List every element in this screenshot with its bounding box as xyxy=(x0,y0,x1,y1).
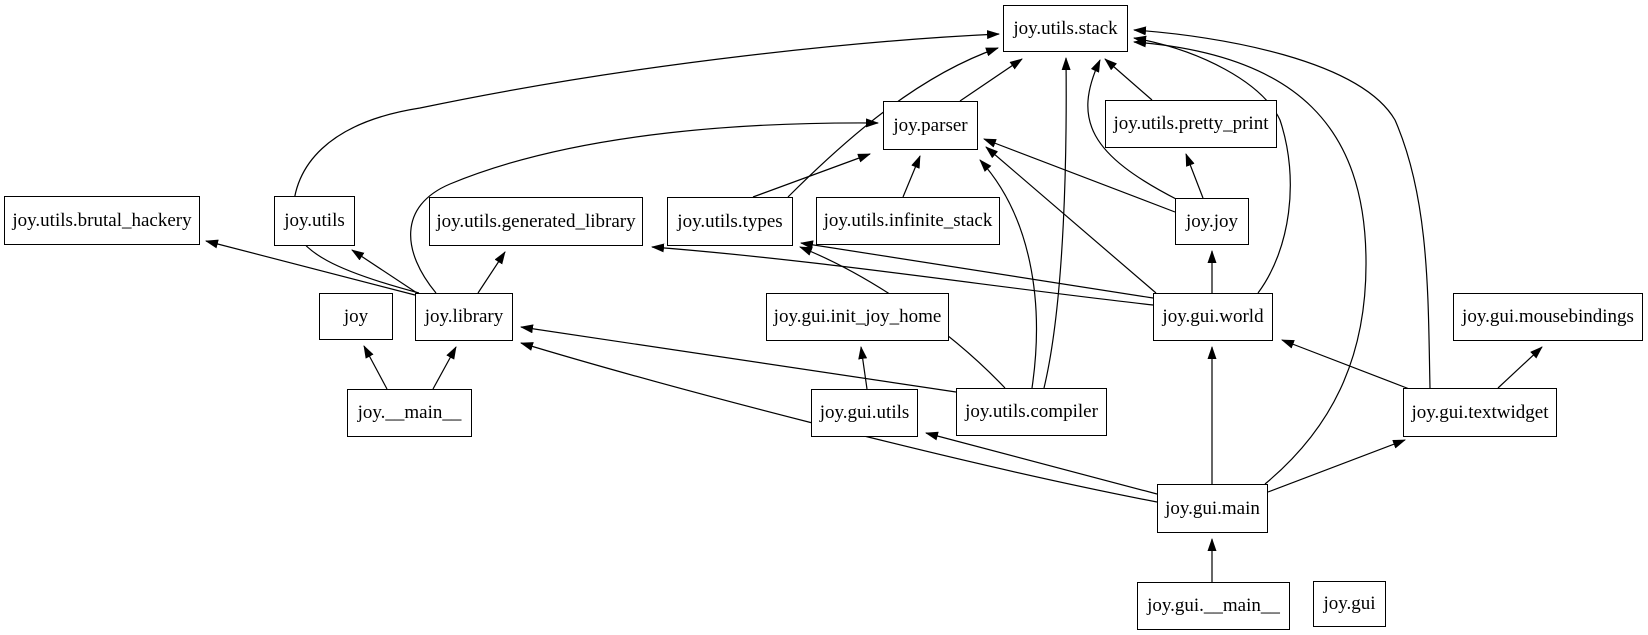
dependency-edge xyxy=(925,431,1158,495)
node-label: joy.gui.mousebindings xyxy=(1462,306,1634,327)
dependency-edge xyxy=(363,345,388,390)
node-label: joy.library xyxy=(424,306,504,327)
dependency-edge xyxy=(959,58,1023,102)
node-label: joy.gui.init_joy_home xyxy=(773,306,942,327)
node-label: joy.utils.infinite_stack xyxy=(823,210,993,231)
node-label: joy.utils.compiler xyxy=(965,401,1098,422)
dependency-edge xyxy=(800,240,1154,299)
dependency-edge xyxy=(985,146,1157,294)
node-label: joy.gui.textwidget xyxy=(1411,401,1549,423)
dependency-edge xyxy=(1043,57,1071,389)
dependency-edge xyxy=(983,138,1176,213)
dependency-edge xyxy=(752,153,871,198)
graph-node-joy-gui-main: joy.gui.main xyxy=(1157,484,1268,533)
node-label: joy.gui.utils xyxy=(819,402,910,423)
dependency-edge xyxy=(351,249,418,294)
graph-node-joy-utils-stack: joy.utils.stack xyxy=(1003,5,1128,52)
dependency-edge xyxy=(432,346,457,390)
graph-node-joy-main: joy.__main__ xyxy=(347,389,472,437)
dependency-edge xyxy=(902,155,921,198)
graph-node-joy-utils-generated-library: joy.utils.generated_library xyxy=(429,197,643,246)
graph-node-joy-joy: joy.joy xyxy=(1175,198,1249,245)
graph-node-joy-utils: joy.utils xyxy=(274,196,355,246)
dependency-edge xyxy=(1087,59,1179,201)
dependency-edge xyxy=(477,251,506,294)
graph-node-joy-gui: joy.gui xyxy=(1313,581,1386,627)
node-label: joy.gui xyxy=(1323,593,1376,614)
graph-node-joy-library: joy.library xyxy=(415,293,513,341)
dependency-edges xyxy=(205,26,1543,582)
dependency-edge xyxy=(1133,35,1291,294)
dependency-edge xyxy=(858,346,868,390)
graph-node-joy: joy xyxy=(319,293,393,340)
graph-node-joy-utils-types: joy.utils.types xyxy=(667,197,793,246)
dependency-edge xyxy=(520,324,957,393)
node-label: joy.utils.pretty_print xyxy=(1113,113,1269,134)
graph-node-joy-gui-init-joy-home: joy.gui.init_joy_home xyxy=(766,293,949,341)
dependency-edge xyxy=(1104,58,1153,101)
graph-node-joy-gui-main-module: joy.gui.__main__ xyxy=(1137,582,1290,630)
node-label: joy.joy xyxy=(1185,210,1239,232)
dependency-edge xyxy=(1185,153,1204,199)
graph-node-joy-utils-infinite-stack: joy.utils.infinite_stack xyxy=(816,197,1000,245)
graph-node-joy-gui-utils: joy.gui.utils xyxy=(811,389,918,437)
node-label: joy.utils.generated_library xyxy=(436,210,636,232)
node-label: joy.utils xyxy=(284,210,345,231)
graph-node-joy-gui-world: joy.gui.world xyxy=(1153,293,1273,341)
graph-node-joy-gui-textwidget: joy.gui.textwidget xyxy=(1403,388,1557,437)
dependency-edge xyxy=(1267,439,1406,493)
node-label: joy xyxy=(343,305,369,327)
node-label: joy.gui.__main__ xyxy=(1147,595,1280,616)
dependency-edge xyxy=(205,239,416,296)
dependency-edge xyxy=(651,243,1154,306)
graph-node-joy-utils-compiler: joy.utils.compiler xyxy=(956,388,1107,436)
node-label: joy.utils.types xyxy=(677,210,783,232)
dependency-edge xyxy=(1497,346,1543,389)
dependency-edge xyxy=(410,118,879,294)
graph-node-joy-utils-brutal-hackery: joy.utils.brutal_hackery xyxy=(4,196,200,245)
dependency-edge xyxy=(1133,26,1431,389)
node-label: joy.utils.brutal_hackery xyxy=(12,209,192,231)
graph-node-joy-utils-pretty-print: joy.utils.pretty_print xyxy=(1105,100,1277,148)
dependency-edge xyxy=(1281,339,1413,391)
node-label: joy.__main__ xyxy=(357,402,462,423)
dependency-edge xyxy=(1133,38,1367,485)
dependency-edge xyxy=(979,159,1037,389)
node-label: joy.utils.stack xyxy=(1013,17,1118,39)
node-label: joy.parser xyxy=(893,114,968,136)
graph-node-joy-gui-mousebindings: joy.gui.mousebindings xyxy=(1453,293,1643,341)
dependency-edge xyxy=(292,30,1000,294)
graph-node-joy-parser: joy.parser xyxy=(883,101,978,150)
node-label: joy.gui.main xyxy=(1165,497,1260,519)
node-label: joy.gui.world xyxy=(1162,306,1264,327)
